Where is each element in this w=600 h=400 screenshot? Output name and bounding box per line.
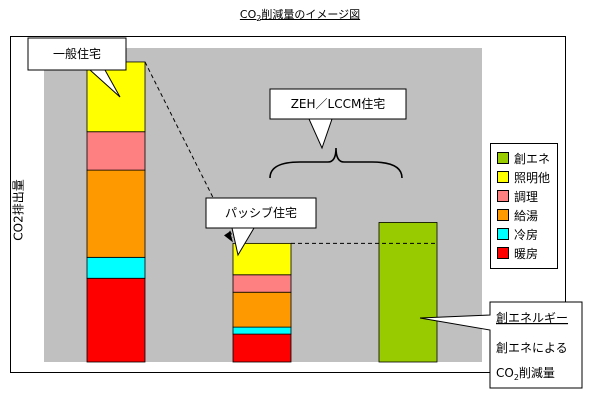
bar-segment-2-調理 xyxy=(232,274,292,293)
legend-label: 給湯 xyxy=(514,208,539,223)
legend-label: 調理 xyxy=(514,189,539,204)
bar-segment-1-調理 xyxy=(86,131,146,171)
bar-segment-1-冷房 xyxy=(86,256,146,279)
legend-label: 冷房 xyxy=(514,227,539,242)
note-box xyxy=(419,301,583,389)
callout-zeh-box xyxy=(269,88,407,150)
note-title: 創エネルギー xyxy=(496,311,568,325)
note-line-2: 創エネによる xyxy=(496,341,568,355)
legend-swatch xyxy=(497,228,509,240)
legend-swatch xyxy=(497,247,509,259)
note-line-3: CO2削減量 xyxy=(496,365,555,382)
legend-swatch xyxy=(497,152,509,164)
bar-segment-2-暖房 xyxy=(232,333,292,363)
arrowhead xyxy=(224,231,233,243)
bar-segment-1-給湯 xyxy=(86,169,146,258)
legend-swatch xyxy=(497,190,509,202)
brace xyxy=(269,147,403,179)
legend-item-創エネ: 創エネ xyxy=(497,150,550,166)
bar-segment-2-照明他 xyxy=(232,242,292,276)
legend-item-給湯: 給湯 xyxy=(497,207,538,223)
legend-item-照明他: 照明他 xyxy=(497,169,550,185)
callout-passive-label: パッシブ住宅 xyxy=(225,205,297,220)
legend-label: 照明他 xyxy=(514,170,551,185)
callout-passive-box xyxy=(205,197,317,257)
legend-item-暖房: 暖房 xyxy=(497,245,538,261)
legend-swatch xyxy=(497,209,509,221)
chart-title: CO2削減量のイメージ図 xyxy=(239,8,361,24)
callout-zeh-label: ZEH／LCCM住宅 xyxy=(291,96,386,111)
callout-general-box xyxy=(27,37,127,98)
bar-segment-1-暖房 xyxy=(86,277,146,363)
legend-label: 暖房 xyxy=(514,246,539,261)
legend-item-冷房: 冷房 xyxy=(497,226,538,242)
legend-item-調理: 調理 xyxy=(497,188,538,204)
legend-label: 創エネ xyxy=(514,151,551,166)
bar-segment-2-給湯 xyxy=(232,291,292,328)
legend-swatch xyxy=(497,171,509,183)
bar-segment-2-冷房 xyxy=(232,326,292,335)
legend: 創エネ照明他調理給湯冷房暖房 xyxy=(490,143,558,269)
bar-segment-3-創エネ xyxy=(378,222,438,363)
callout-general-label: 一般住宅 xyxy=(53,46,101,61)
